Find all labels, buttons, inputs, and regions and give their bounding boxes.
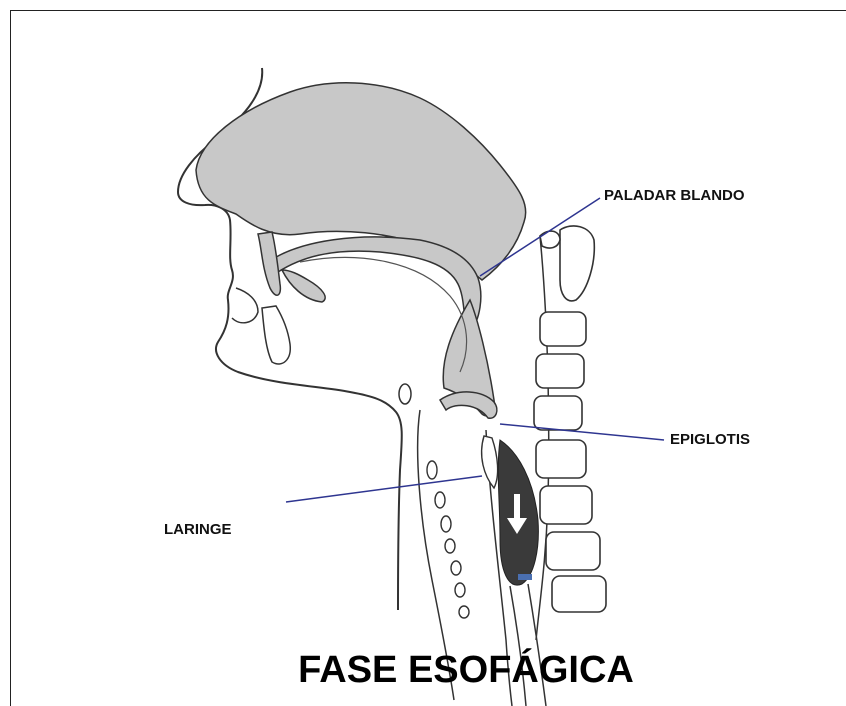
upper-teeth bbox=[258, 232, 280, 295]
tongue-tip bbox=[282, 270, 325, 302]
label-paladar-blando: PALADAR BLANDO bbox=[604, 187, 745, 204]
neck-back-outline bbox=[536, 236, 549, 640]
tongue-outline bbox=[300, 257, 467, 372]
label-epiglotis: EPIGLOTIS bbox=[670, 431, 750, 448]
hyoid-bone bbox=[399, 384, 411, 404]
laryngeal-cartilage bbox=[482, 436, 498, 488]
diagram-title: FASE ESOFÁGICA bbox=[298, 647, 634, 691]
epiglotis-leader-line bbox=[500, 424, 664, 440]
label-laringe: LARINGE bbox=[164, 521, 232, 538]
trachea-rings bbox=[427, 461, 469, 618]
lower-teeth bbox=[262, 306, 290, 364]
lower-lip bbox=[232, 288, 258, 323]
laringe-leader-line bbox=[286, 476, 482, 502]
esophagus-blue-marker bbox=[518, 574, 532, 580]
